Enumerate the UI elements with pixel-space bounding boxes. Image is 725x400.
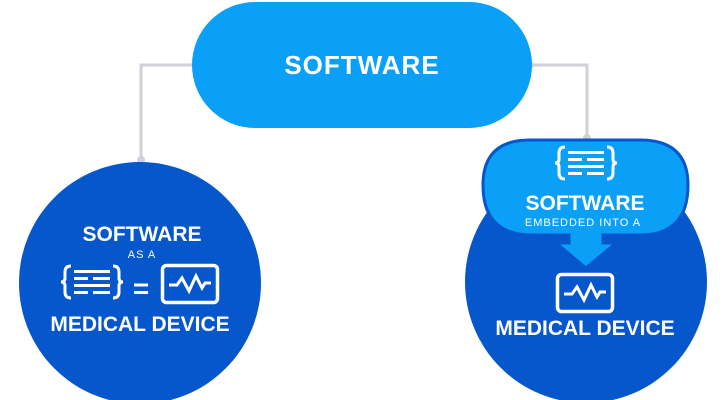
samd-software-label: SOFTWARE: [83, 223, 202, 246]
connector-left: [137, 61, 199, 164]
simd-software-label: SOFTWARE: [526, 192, 645, 215]
simd-node: SOFTWARE EMBEDDED INTO A MEDICAL DEVICE: [465, 138, 707, 400]
simd-embedded-label: EMBEDDED INTO A: [525, 217, 641, 229]
samd-medical-device-label: MEDICAL DEVICE: [50, 313, 229, 336]
speech-bubble-arrow: [481, 138, 690, 270]
software-label: SOFTWARE: [284, 50, 439, 80]
samd-node: SOFTWARE AS A = MEDICAL DEVICE: [19, 162, 261, 400]
connector-right: [526, 61, 591, 142]
equals-sign: =: [133, 273, 149, 304]
simd-medical-device-label: MEDICAL DEVICE: [495, 317, 674, 340]
software-node: SOFTWARE: [192, 2, 532, 128]
samd-as-a-label: AS A: [128, 249, 156, 261]
